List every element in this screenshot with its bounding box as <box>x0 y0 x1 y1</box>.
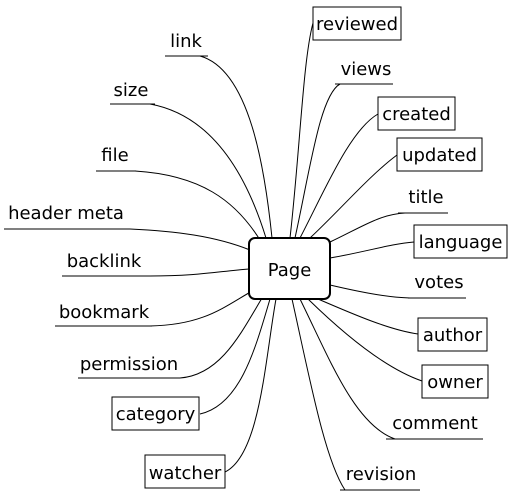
connector-votes <box>329 284 411 299</box>
connector-watcher <box>224 298 277 473</box>
node-watcher: watcher <box>149 463 222 484</box>
connector-category <box>199 298 271 415</box>
node-language-box <box>413 224 508 259</box>
connector-language <box>329 241 415 259</box>
node-header-meta: header meta <box>8 203 124 224</box>
node-revision: revision <box>346 464 417 485</box>
node-language: language <box>419 232 503 253</box>
connector-comment <box>299 298 396 440</box>
node-updated-box <box>396 137 483 172</box>
node-reviewed-box <box>312 6 402 41</box>
connector-bookmark <box>149 289 255 327</box>
node-created-box <box>377 96 456 131</box>
node-owner: owner <box>427 372 483 393</box>
connector-created <box>299 113 379 239</box>
connector-file <box>134 170 261 241</box>
center-node-box <box>248 237 331 300</box>
node-backlink: backlink <box>67 251 142 272</box>
node-owner-box <box>421 364 489 399</box>
node-updated: updated <box>402 145 477 166</box>
node-created: created <box>382 104 451 125</box>
connector-permission <box>179 297 263 379</box>
connector-header-meta <box>129 228 251 251</box>
connector-reviewed <box>289 22 314 239</box>
node-permission: permission <box>80 354 178 375</box>
connector-revision <box>291 298 346 491</box>
connector-updated <box>309 154 398 239</box>
connector-views <box>294 83 341 239</box>
connector-backlink <box>149 268 251 277</box>
connector-author <box>317 298 419 335</box>
connector-title <box>329 212 406 243</box>
node-category: category <box>116 404 196 425</box>
center-node-label: Page <box>268 260 312 281</box>
connector-link <box>199 55 273 239</box>
node-votes: votes <box>414 272 463 293</box>
node-category-box <box>111 396 200 431</box>
node-author: author <box>423 325 483 346</box>
node-link: link <box>170 31 202 52</box>
connector-owner <box>307 298 423 382</box>
node-bookmark: bookmark <box>59 302 150 323</box>
node-size: size <box>114 80 149 101</box>
node-comment: comment <box>392 413 478 434</box>
node-reviewed: reviewed <box>316 14 398 35</box>
connector-size <box>149 103 267 239</box>
node-watcher-box <box>144 454 226 489</box>
node-title: title <box>408 187 443 208</box>
node-author-box <box>417 317 488 352</box>
node-views: views <box>341 59 392 80</box>
node-file: file <box>101 145 128 166</box>
